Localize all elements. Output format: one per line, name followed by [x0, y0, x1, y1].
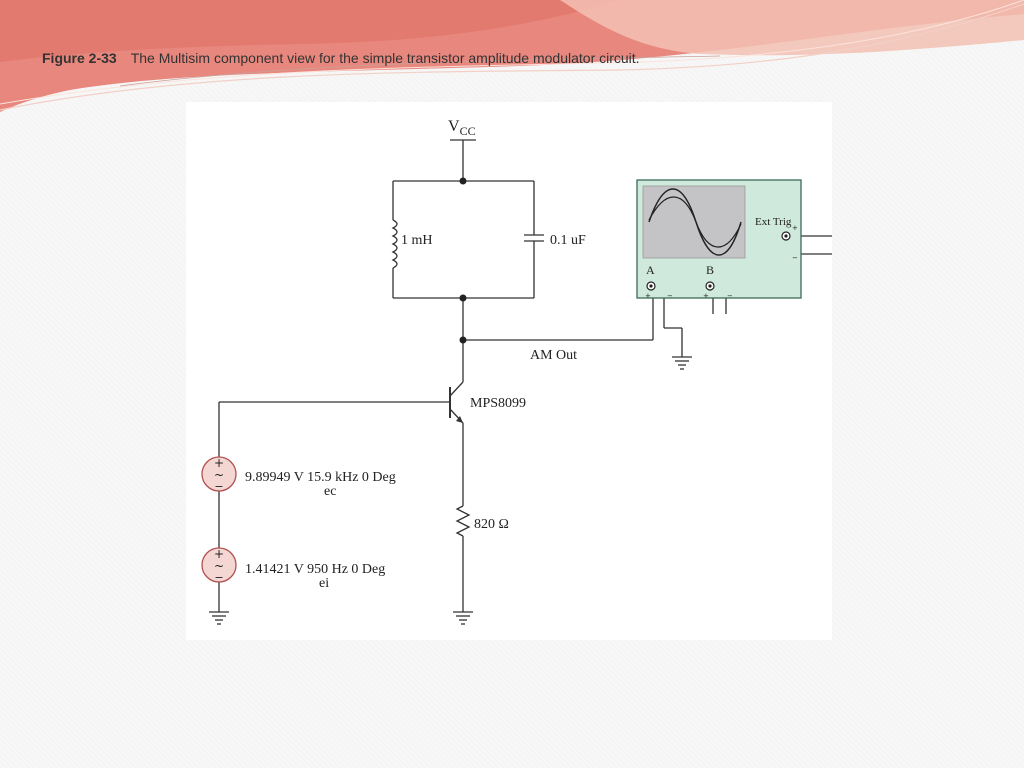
am-out-label: AM Out	[530, 348, 577, 363]
circuit-diagram: + ~ − + ~ − + − + − + −	[201, 118, 832, 625]
transistor-label: MPS8099	[470, 396, 526, 411]
minus-icon: −	[214, 480, 223, 493]
carrier-source-circle	[201, 456, 237, 492]
transistor-collector	[449, 381, 464, 397]
carrier-source: + ~ −	[201, 456, 237, 493]
ext-trig-minus: −	[792, 254, 798, 262]
inductor-coil	[391, 219, 398, 269]
channel-a-minus: −	[667, 292, 673, 300]
carrier-source-name: ec	[324, 484, 336, 499]
figure-caption: Figure 2-33 The Multisim component view f…	[42, 50, 640, 66]
info-source-circle	[201, 547, 237, 583]
channel-a-plus: +	[645, 292, 651, 300]
ground-symbol-emitter	[453, 611, 473, 625]
channel-b-minus: −	[727, 292, 733, 300]
inductor-label: 1 mH	[401, 233, 433, 248]
header-swoosh	[0, 0, 1024, 112]
channel-a-label: A	[646, 263, 655, 277]
plus-icon: +	[214, 456, 224, 470]
ext-trig-plus: +	[792, 224, 798, 232]
info-source-name: ei	[319, 576, 329, 591]
ground-symbol-scope	[672, 356, 692, 370]
junction-dot	[459, 294, 467, 302]
circuit-figure: + ~ − + ~ − + − + − + −	[186, 102, 832, 640]
transistor-emitter-arrow	[456, 416, 463, 423]
ac-wave-icon: ~	[214, 559, 224, 573]
channel-b-label: B	[706, 263, 714, 277]
info-source: + ~ −	[201, 547, 237, 584]
resistor-label: 820 Ω	[474, 517, 509, 532]
info-source-value: 1.41421 V 950 Hz 0 Deg	[245, 562, 385, 577]
vcc-label: VCC	[448, 118, 476, 138]
minus-icon: −	[214, 571, 223, 584]
junction-dot	[459, 177, 467, 185]
carrier-source-value: 9.89949 V 15.9 kHz 0 Deg	[245, 470, 396, 485]
ext-trig-label: Ext Trig	[755, 216, 792, 228]
ac-wave-icon: ~	[214, 468, 224, 482]
caption-text: The Multisim component view for the simp…	[130, 50, 640, 66]
channel-b-plus: +	[703, 292, 709, 300]
resistor-zigzag	[455, 505, 471, 537]
plus-icon: +	[214, 547, 224, 561]
scope-trace-2	[648, 196, 742, 248]
figure-number: Figure 2-33	[42, 50, 117, 66]
ground-symbol-source	[209, 611, 229, 625]
oscilloscope: + − + − + −	[636, 179, 802, 300]
junction-dot	[459, 336, 467, 344]
capacitor-label: 0.1 uF	[550, 233, 586, 248]
